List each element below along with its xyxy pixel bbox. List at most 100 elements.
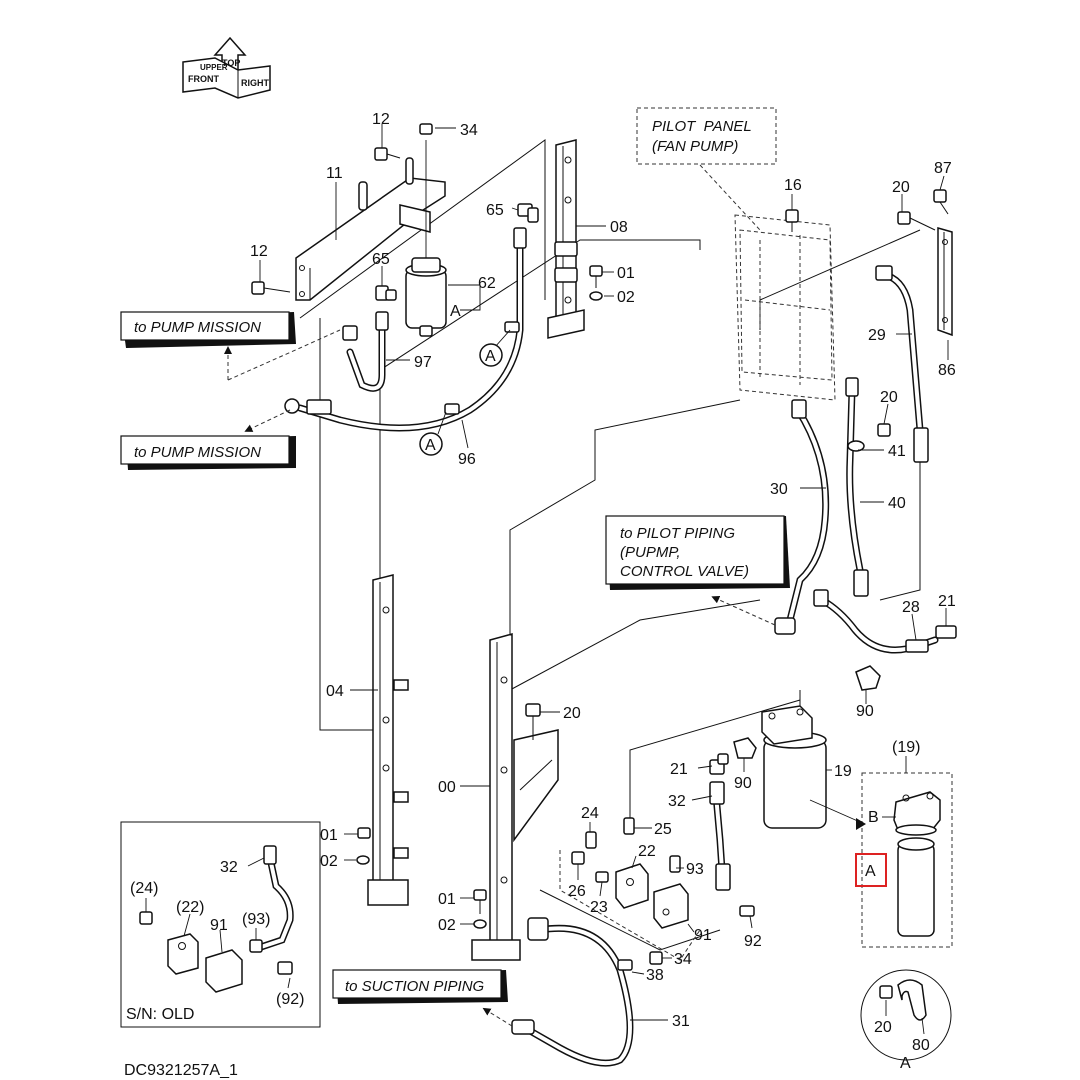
bracket-08 <box>547 139 585 339</box>
label-24: 24 <box>581 805 599 822</box>
label-25: 25 <box>654 821 672 838</box>
leader-lines <box>145 124 949 1035</box>
pilot-filter-62 <box>405 123 481 337</box>
caption-pilot-piping: to PILOT PIPING (PUPMP, CONTROL VALVE) <box>605 515 790 590</box>
fitting-21a <box>935 625 957 639</box>
callout-a-lower: A <box>419 432 443 456</box>
label-11: 11 <box>326 165 343 182</box>
label-b: B <box>868 809 879 826</box>
label-02-top: 02 <box>617 289 635 306</box>
hose-40 <box>845 377 869 597</box>
label-21-low: 21 <box>670 761 688 778</box>
callout-a-upper-text: A <box>485 348 496 365</box>
hose-30 <box>774 399 830 635</box>
direction-arrows <box>224 329 776 1027</box>
label-38: 38 <box>646 967 664 984</box>
label-32: 32 <box>668 793 686 810</box>
filter-detail-box <box>809 772 953 948</box>
label-65-top: 65 <box>486 202 504 219</box>
label-31: 31 <box>672 1013 690 1030</box>
label-34-top: 34 <box>460 122 478 139</box>
label-20-mid: 20 <box>880 389 898 406</box>
label-29: 29 <box>868 327 886 344</box>
label-93: 93 <box>686 861 704 878</box>
caption-suction-piping: to SUCTION PIPING <box>332 969 508 1004</box>
pilot-piping-line1: to PILOT PIPING <box>620 525 735 542</box>
label-80: 80 <box>912 1037 930 1054</box>
hose-97 <box>342 311 389 392</box>
pilot-panel <box>699 164 836 401</box>
adapter-90a <box>855 665 881 691</box>
label-40: 40 <box>888 495 906 512</box>
label-23: 23 <box>590 899 608 916</box>
pilot-piping-line3: CONTROL VALVE) <box>620 563 749 580</box>
label-12-left: 12 <box>250 243 268 260</box>
bolt-12b <box>251 281 291 295</box>
label-90-right: 90 <box>856 703 874 720</box>
bolt-87 <box>933 189 949 215</box>
part-labels: 12 34 11 65 08 12 65 62 A 01 02 97 96 16… <box>124 111 956 1079</box>
washer-02b <box>356 855 370 865</box>
label-86: 86 <box>938 362 956 379</box>
label-02-mid: 02 <box>320 853 338 870</box>
label-19: 19 <box>834 763 852 780</box>
label-28: 28 <box>902 599 920 616</box>
hose-32 <box>709 781 731 891</box>
washer-02a <box>589 291 603 301</box>
label-30: 30 <box>770 481 788 498</box>
label-92: 92 <box>744 933 762 950</box>
label-32-inset: 32 <box>220 859 238 876</box>
elbow-21b <box>709 753 729 775</box>
label-24-inset: (24) <box>130 880 158 897</box>
label-20-detail: 20 <box>874 1019 892 1036</box>
label-20-top: 20 <box>892 179 910 196</box>
label-92-inset: (92) <box>276 991 304 1008</box>
label-22-inset: (22) <box>176 899 204 916</box>
callout-a-lower-text: A <box>425 437 436 454</box>
bracket-04 <box>367 574 409 906</box>
label-02-low: 02 <box>438 917 456 934</box>
caption-pump-mission-2: to PUMP MISSION <box>120 435 296 470</box>
label-12-top: 12 <box>372 111 390 128</box>
pilot-panel-line2: (FAN PUMP) <box>652 138 738 155</box>
elbow-65a <box>517 203 539 223</box>
label-41: 41 <box>888 443 906 460</box>
label-00: 00 <box>438 779 456 796</box>
label-91-inset: 91 <box>210 917 228 934</box>
label-16: 16 <box>784 177 802 194</box>
line-filter-19 <box>761 690 827 829</box>
hose-31 <box>511 917 634 1067</box>
label-87: 87 <box>934 160 952 177</box>
label-93-inset: (93) <box>242 911 270 928</box>
adapter-90b <box>733 737 757 759</box>
orientation-front-text: FRONT <box>188 74 219 84</box>
pump-mission-2-text: to PUMP MISSION <box>134 444 261 461</box>
elbow-65b <box>375 285 397 301</box>
bolt-01c <box>473 889 487 914</box>
orientation-upper-text: UPPER <box>200 63 228 72</box>
orientation-right-text: RIGHT <box>241 78 270 88</box>
label-a-filter: A <box>450 303 461 320</box>
bolt-20b <box>877 423 891 437</box>
bolt-12a <box>374 147 401 161</box>
valve-block-assembly <box>559 817 755 961</box>
clamp-41 <box>847 440 865 452</box>
label-21-right: 21 <box>938 593 956 610</box>
label-62: 62 <box>478 275 496 292</box>
caption-pump-mission-1: to PUMP MISSION <box>120 311 296 348</box>
label-a-detail: A <box>900 1055 911 1072</box>
orientation-top-text: TOP <box>222 58 240 68</box>
bolt-01a <box>589 265 603 288</box>
hose-29 <box>875 265 929 463</box>
label-65-left: 65 <box>372 251 390 268</box>
label-96: 96 <box>458 451 476 468</box>
bolt-20a <box>897 211 936 231</box>
hose-28 <box>813 589 939 654</box>
label-91: 91 <box>694 927 712 944</box>
washer-02c <box>473 919 487 929</box>
label-01-top: 01 <box>617 265 635 282</box>
label-a-element: A <box>865 863 876 880</box>
label-34-low: 34 <box>674 951 692 968</box>
bolt-01b <box>357 827 371 839</box>
